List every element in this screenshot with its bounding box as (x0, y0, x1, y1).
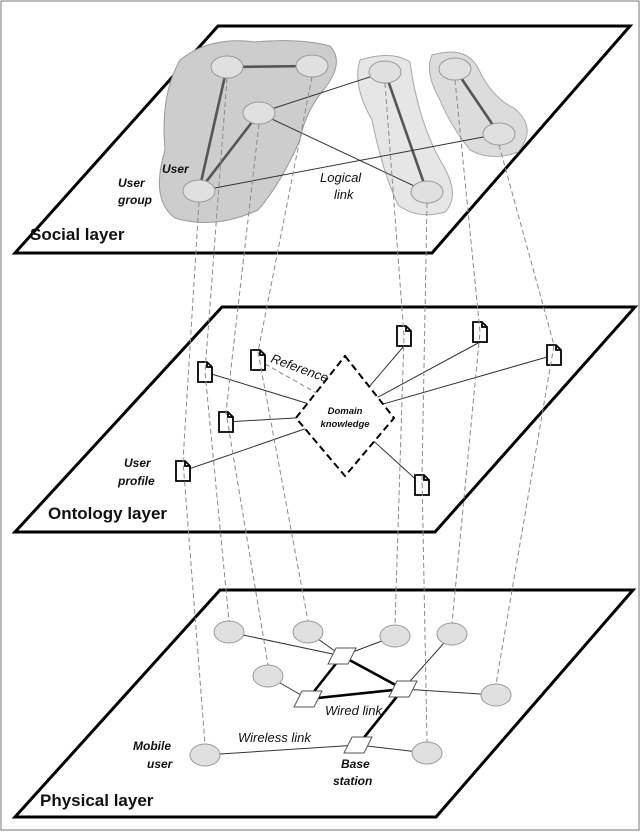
physical-user-node (379, 624, 411, 648)
domain-knowledge-label: Domain (328, 406, 363, 417)
base-station-icon (343, 736, 373, 754)
cross-layer-link (225, 123, 269, 666)
wired-link (307, 687, 404, 701)
social-user-node (295, 54, 329, 78)
social-strong-link (197, 112, 261, 192)
base-station-icon (293, 690, 323, 708)
wireless-link-label: Wireless link (238, 730, 312, 745)
social-user-node (410, 180, 444, 204)
cross-layer-link (451, 79, 481, 624)
physical-user-node (480, 683, 512, 707)
social-user-node (438, 57, 472, 81)
document-icon (472, 321, 488, 343)
base-station-icon (327, 647, 357, 665)
document-icon (396, 325, 412, 347)
mobile-user-label: user (147, 757, 174, 771)
wired-link (356, 688, 405, 746)
logical-link-label: link (334, 187, 355, 202)
physical-user-node (252, 664, 284, 688)
wired-link (228, 631, 343, 657)
social-strong-link (383, 71, 429, 193)
user-group-label: group (117, 193, 152, 207)
cross-layer-link (421, 202, 428, 743)
mobile-user-label: Mobile (133, 739, 171, 753)
physical-user-node (213, 620, 245, 644)
user-label: User (162, 162, 190, 176)
user-profile-label: User (124, 456, 152, 470)
cross-layer-link (495, 144, 555, 685)
ontology-layer: Domain knowledge Reference User profile … (11, 305, 639, 534)
mobile-user-node (189, 743, 221, 767)
logical-link-label: Logical (320, 170, 362, 185)
social-layer: User User group Logical link Social laye… (11, 24, 634, 255)
reference-link (257, 359, 321, 396)
user-profile-label: profile (117, 474, 155, 488)
social-user-node (210, 55, 244, 79)
social-strong-link (453, 68, 501, 135)
wired-link-label: Wired link (325, 703, 383, 718)
physical-layer-plane (11, 588, 637, 819)
wireless-link (204, 744, 359, 756)
wired-link (341, 654, 404, 691)
document-icon (197, 361, 213, 383)
cross-layer-link (204, 77, 230, 622)
logical-link (258, 112, 428, 193)
physical-user-node (411, 741, 443, 765)
social-layer-title: Social layer (30, 225, 125, 244)
base-station-icon (388, 680, 418, 698)
social-user-node (368, 60, 402, 84)
ontology-layer-title: Ontology layer (48, 504, 167, 523)
user-group-blob-1 (158, 40, 337, 223)
social-user-node (482, 122, 516, 146)
document-icon (546, 344, 562, 366)
cross-layer-link (257, 76, 313, 622)
physical-layer: Wired link Wireless link Mobile user Bas… (11, 588, 637, 819)
user-group-blob-2 (357, 55, 453, 216)
cross-layer-link (182, 201, 206, 745)
base-station-label: Base (341, 757, 370, 771)
social-strong-link (197, 66, 229, 192)
cross-layer-link (384, 82, 405, 626)
social-user-node (182, 179, 216, 203)
base-station-label: station (333, 774, 372, 788)
document-icon (250, 349, 266, 371)
cross-layer-connectors (182, 76, 555, 745)
physical-user-node (292, 620, 324, 644)
physical-user-node (436, 622, 468, 646)
social-user-node (242, 101, 276, 125)
wired-link (402, 688, 497, 696)
user-group-label: User (118, 176, 146, 190)
document-icon (175, 460, 191, 482)
logical-link (258, 71, 386, 114)
domain-knowledge-node (294, 354, 396, 478)
domain-knowledge-label: knowledge (320, 419, 370, 430)
logical-link (198, 133, 500, 192)
physical-layer-title: Physical layer (40, 791, 154, 810)
